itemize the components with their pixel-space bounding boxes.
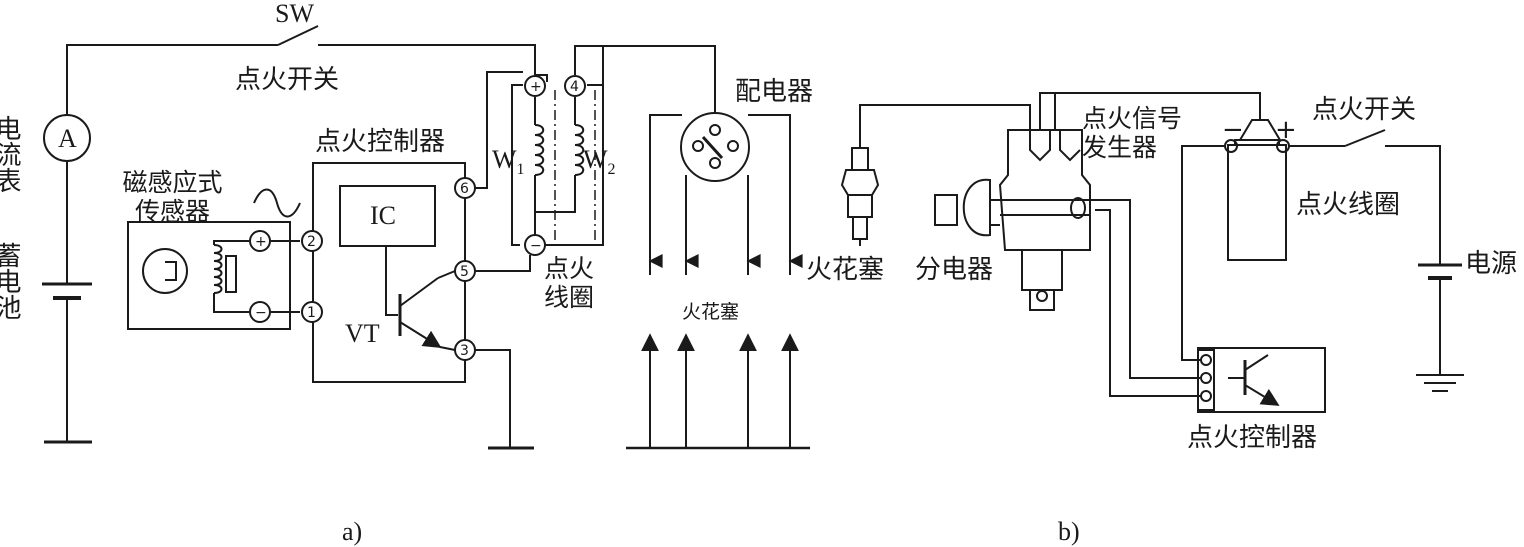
winding-2-label: W2 [583, 145, 616, 178]
ignition-coil-b [1224, 119, 1290, 261]
terminal-4 [564, 75, 586, 97]
spark-plug-gaps-a [626, 254, 810, 450]
magnetic-sensor [127, 221, 300, 330]
controller-label-b: 点火控制器 [1187, 423, 1317, 453]
ignition-switch-symbol [66, 25, 536, 115]
ic-label: IC [370, 201, 396, 230]
coil-minus-label: − [530, 238, 542, 254]
power-source-symbol [1416, 263, 1464, 392]
sensor-plus-label: + [255, 234, 267, 250]
terminal-3-label: 3 [460, 343, 469, 359]
power-supply-label: 电源 [1465, 249, 1517, 279]
terminal-2 [301, 230, 323, 252]
ignition-switch-label-a: 点火开关 [235, 65, 339, 95]
caption-a: a) [342, 517, 362, 546]
distributor-label-b: 分电器 [915, 255, 993, 285]
ammeter-label: 电流表 [0, 115, 21, 193]
terminal-2-label: 2 [307, 234, 316, 250]
coil-plus-label-b: + [1275, 115, 1297, 145]
coil-plus-terminal [524, 75, 546, 97]
spark-plug-label-b: 火花塞 [806, 255, 884, 285]
sensor-minus-terminal [249, 301, 271, 323]
winding-1-subscript: 1 [517, 161, 525, 178]
controller-label-a: 点火控制器 [315, 127, 445, 157]
transistor-label: VT [345, 319, 380, 348]
coil-label-box-a: 点火线圈 [544, 254, 595, 312]
ignition-controller-a [312, 162, 466, 383]
battery-symbol [42, 282, 92, 444]
winding-1-letter: W [492, 145, 517, 174]
diagram-b [840, 92, 1464, 413]
spark-plug-b [840, 104, 1031, 246]
sensor-plus-terminal [249, 230, 271, 252]
ignition-switch-label-b: 点火开关 [1312, 95, 1416, 125]
terminals-a [249, 75, 586, 361]
terminal-4-label: 4 [570, 79, 579, 95]
distributor-b [934, 92, 1091, 311]
signal-generator-label: 点火信号发生器 [1082, 104, 1183, 162]
ignition-controller-b [1197, 347, 1326, 413]
sensor-label: 磁感应式传感器 [122, 168, 223, 226]
battery-label: 蓄电池 [0, 242, 21, 320]
terminal-3 [454, 339, 476, 361]
coil-minus-label-b: − [1222, 115, 1244, 145]
terminal-5-label: 5 [460, 264, 469, 280]
ignition-coil-label-b: 点火线圈 [1296, 190, 1400, 220]
sensor-minus-label: − [255, 305, 267, 321]
winding-2-subscript: 2 [608, 161, 616, 178]
sensor-label-box: 磁感应式传感器 [122, 168, 223, 226]
winding-2-letter: W [583, 145, 608, 174]
distributor-label-a: 配电器 [735, 77, 813, 107]
ammeter-symbol-label: A [58, 124, 77, 153]
coil-label-a: 点火线圈 [544, 254, 595, 312]
signal-generator-label-box: 点火信号发生器 [1082, 104, 1183, 162]
terminal-1-label: 1 [307, 305, 316, 321]
switch-code-label: SW [275, 0, 314, 28]
winding-1-label: W1 [492, 145, 525, 178]
terminal-6-label: 6 [460, 181, 469, 197]
terminal-6 [454, 177, 476, 199]
terminal-5 [454, 260, 476, 282]
spark-plugs-label-a: 火花塞 [682, 301, 739, 323]
distributor-a [649, 112, 791, 275]
diagram-a [42, 25, 810, 450]
coil-minus-terminal [524, 234, 546, 256]
ammeter-symbol [43, 114, 91, 283]
caption-b: b) [1058, 517, 1080, 546]
coil-plus-label: + [530, 79, 542, 95]
terminal-1 [301, 301, 323, 323]
ignition-coil-a [511, 45, 604, 246]
sine-wave-icon [253, 188, 301, 218]
